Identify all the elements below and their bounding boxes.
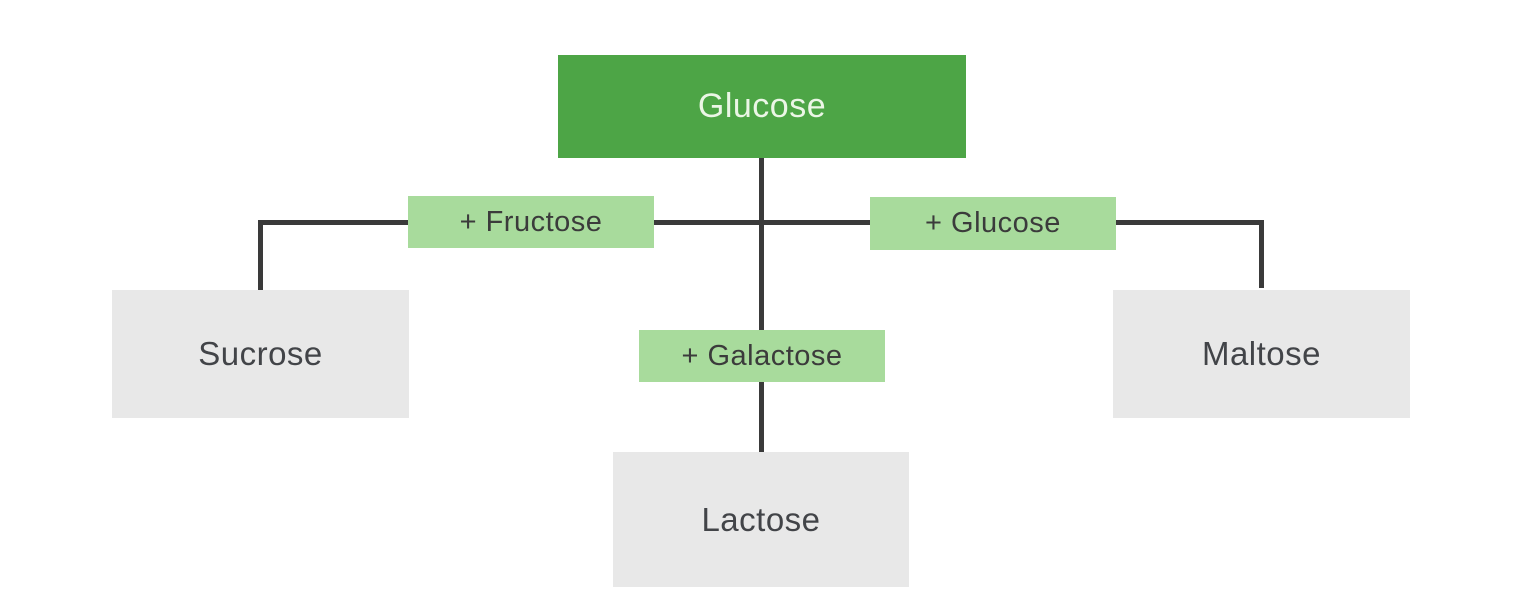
node-lactose: Lactose [613,452,909,587]
node-maltose-label: Maltose [1201,335,1322,372]
operation-label-galactose-text: + Galactose [681,339,843,372]
node-glucose: Glucose [558,55,966,158]
operation-label-fructose-text: + Fructose [459,205,603,238]
operation-label-glucose-text: + Glucose [925,207,1061,239]
operation-label-fructose: + Fructose [408,196,654,248]
node-sucrose-label: Sucrose [198,335,323,372]
node-sucrose: Sucrose [112,290,409,418]
node-lactose-label: Lactose [701,500,821,538]
connector-down-to-maltose [1259,220,1264,288]
connector-down-to-sucrose [258,220,263,290]
connector-glucose-to-lactose [759,158,764,452]
connector-horizontal-bar [258,220,1264,225]
node-glucose-label: Glucose [697,87,827,125]
operation-label-galactose: + Galactose [639,330,885,382]
operation-label-glucose: + Glucose [870,197,1116,250]
node-maltose: Maltose [1113,290,1410,418]
